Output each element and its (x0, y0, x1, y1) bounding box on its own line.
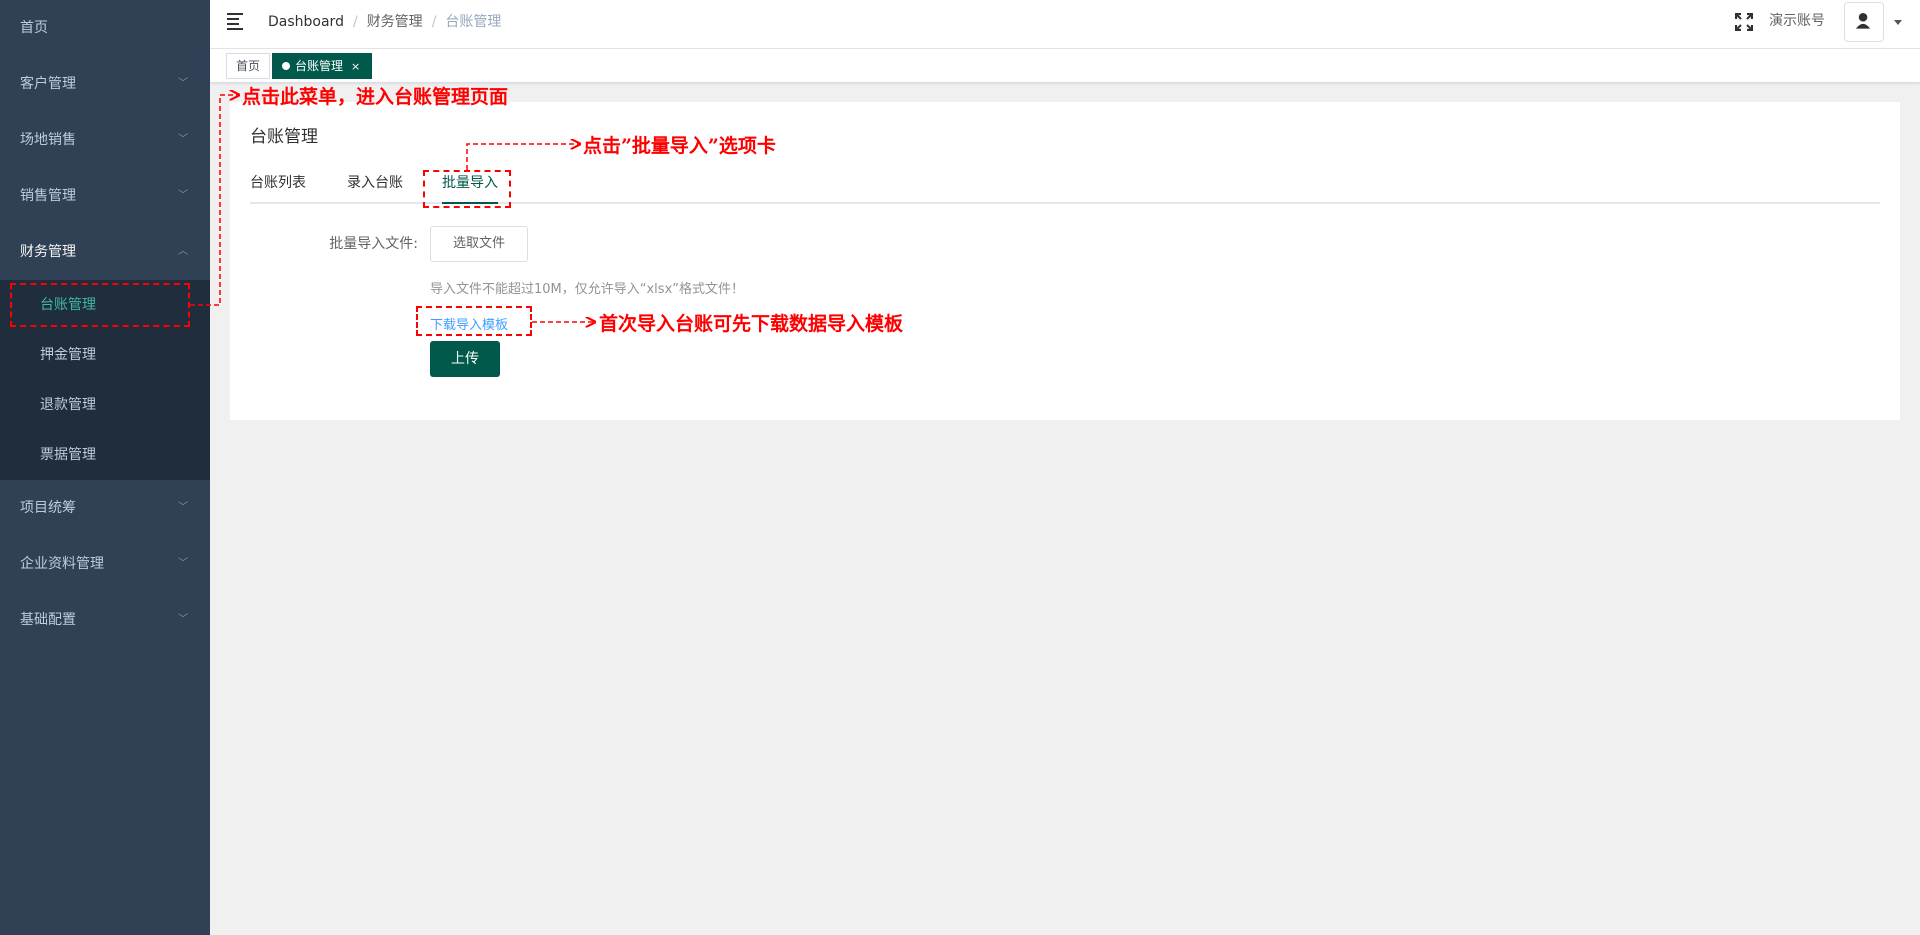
sidebar-item-ledger[interactable]: 台账管理 (0, 280, 210, 330)
sidebar-item-invoice[interactable]: 票据管理 (0, 430, 210, 480)
sidebar-item-finance[interactable]: 财务管理 ︿ (0, 224, 210, 280)
batch-import-label: 批量导入文件: (329, 236, 418, 252)
upload-hint: 导入文件不能超过10M，仅允许导入“xlsx”格式文件！ (430, 282, 744, 297)
sidebar-item-project[interactable]: 项目统筹 ﹀ (0, 480, 210, 536)
fullscreen-icon[interactable] (1735, 13, 1753, 31)
sidebar-item-refund[interactable]: 退款管理 (0, 380, 210, 430)
breadcrumb-item-ledger: 台账管理 (445, 14, 502, 30)
sidebar-item-sales[interactable]: 销售管理 ﹀ (0, 168, 210, 224)
tab-active-bar (442, 202, 498, 204)
breadcrumb: Dashboard/财务管理/台账管理 (268, 14, 502, 30)
chevron-down-icon: ﹀ (178, 614, 188, 625)
tag-label: 台账管理 (295, 59, 344, 73)
sidebar-item-venue-sales[interactable]: 场地销售 ﹀ (0, 112, 210, 168)
sidebar-item-label: 项目统筹 (20, 500, 76, 516)
sidebar-item-enterprise[interactable]: 企业资料管理 ﹀ (0, 536, 210, 592)
sidebar-item-config[interactable]: 基础配置 ﹀ (0, 592, 210, 648)
choose-file-button[interactable]: 选取文件 (430, 226, 528, 262)
finance-submenu: 台账管理 押金管理 退款管理 票据管理 (0, 280, 210, 480)
top-navbar: Dashboard/财务管理/台账管理 演示账号 (210, 0, 1920, 49)
annotation-menu: 点击此菜单，进入台账管理页面 (242, 86, 509, 108)
close-icon[interactable]: × (351, 60, 361, 73)
sidebar-item-deposit[interactable]: 押金管理 (0, 330, 210, 380)
hamburger-menu-icon[interactable] (227, 13, 245, 31)
tag-ledger[interactable]: 台账管理 × (272, 53, 373, 79)
annotation-template: 首次导入台账可先下载数据导入模板 (599, 313, 904, 335)
page-title: 台账管理 (250, 127, 318, 147)
sidebar-item-home[interactable]: 首页 (0, 0, 210, 56)
sidebar-item-label: 押金管理 (40, 347, 96, 363)
sidebar: 首页 客户管理 ﹀ 场地销售 ﹀ 销售管理 ﹀ 财务管理 ︿ 台账管理 押金管理 退款管… (0, 0, 210, 935)
sidebar-item-label: 客户管理 (20, 76, 76, 92)
chevron-down-icon: ﹀ (178, 78, 188, 89)
breadcrumb-item-dashboard[interactable]: Dashboard (268, 14, 344, 30)
tabs: 台账列表 录入台账 批量导入 (250, 164, 1880, 204)
chevron-down-icon: ﹀ (178, 190, 188, 201)
sidebar-item-label: 企业资料管理 (20, 556, 104, 572)
tab-ledger-list[interactable]: 台账列表 (250, 175, 306, 191)
sidebar-item-label: 退款管理 (40, 397, 96, 413)
sidebar-item-label: 台账管理 (40, 297, 96, 313)
account-name[interactable]: 演示账号 (1769, 13, 1825, 29)
chevron-down-icon: ﹀ (178, 558, 188, 569)
annotation-tab: 点击”批量导入”选项卡 (583, 135, 776, 157)
caret-down-icon[interactable] (1894, 20, 1902, 25)
tab-batch-import[interactable]: 批量导入 (442, 175, 498, 191)
chevron-down-icon: ﹀ (178, 134, 188, 145)
sidebar-item-customer[interactable]: 客户管理 ﹀ (0, 56, 210, 112)
sidebar-item-label: 场地销售 (20, 132, 76, 148)
chevron-down-icon: ﹀ (178, 502, 188, 513)
download-template-link[interactable]: 下载导入模板 (430, 318, 509, 333)
sidebar-item-label: 销售管理 (20, 188, 76, 204)
annotation-box-tab (423, 170, 511, 208)
sidebar-item-label: 票据管理 (40, 447, 96, 463)
sidebar-item-label: 首页 (20, 20, 48, 36)
sidebar-item-label: 财务管理 (20, 244, 76, 260)
annotation-box-menu (10, 283, 190, 327)
tag-label: 首页 (236, 59, 261, 73)
upload-button[interactable]: 上传 (430, 341, 500, 377)
chevron-up-icon: ︿ (178, 246, 188, 257)
breadcrumb-item-finance: 财务管理 (366, 14, 423, 30)
sidebar-item-label: 基础配置 (20, 612, 76, 628)
tags-view: 首页 台账管理 × (210, 49, 1920, 83)
tab-enter-ledger[interactable]: 录入台账 (347, 175, 403, 191)
avatar[interactable] (1844, 2, 1884, 42)
dot-icon (282, 62, 290, 70)
user-icon (1855, 12, 1871, 29)
tag-home[interactable]: 首页 (226, 53, 271, 79)
annotation-box-template (416, 306, 532, 336)
